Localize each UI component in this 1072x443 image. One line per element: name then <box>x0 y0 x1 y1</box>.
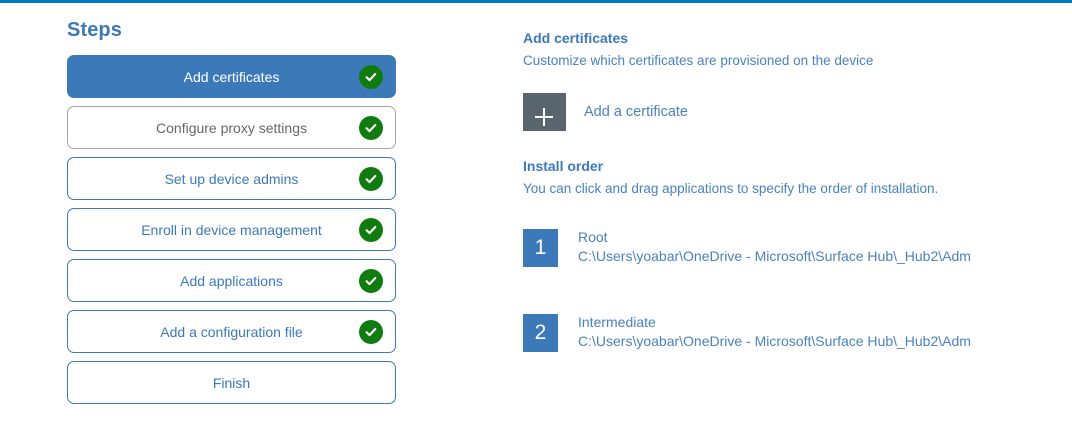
install-order-index: 1 <box>523 228 558 267</box>
step-label: Enroll in device management <box>141 221 322 238</box>
step-label: Finish <box>212 374 251 391</box>
install-order-subtitle: You can click and drag applications to s… <box>523 180 939 196</box>
step-label: Configure proxy settings <box>156 119 307 136</box>
check-circle-icon <box>359 319 383 344</box>
plus-icon <box>523 92 566 131</box>
add-certificates-title: Add certificates <box>523 30 629 46</box>
check-circle-icon <box>359 115 383 140</box>
install-order-title: Install order <box>523 157 604 174</box>
step-button-add-applications[interactable]: Add applications <box>67 259 396 302</box>
add-certificates-subtitle: Customize which certificates are provisi… <box>523 53 874 68</box>
step-label: Add a configuration file <box>160 323 303 340</box>
step-label: Add certificates <box>183 68 280 85</box>
install-order-item-name: Root <box>578 228 608 245</box>
install-order-item-text: Intermediate C:\Users\yoabar\OneDrive - … <box>578 313 971 351</box>
check-circle-icon <box>359 217 383 242</box>
step-label: Set up device admins <box>164 170 299 187</box>
add-a-certificate-button[interactable]: Add a certificate <box>523 92 688 131</box>
install-order-index: 2 <box>523 313 558 352</box>
step-button-finish[interactable]: Finish <box>67 361 396 404</box>
install-order-item[interactable]: 2 Intermediate C:\Users\yoabar\OneDrive … <box>523 313 971 352</box>
step-button-add-a-configuration-file[interactable]: Add a configuration file <box>67 310 396 353</box>
detail-pane: Add certificates Customize which certifi… <box>523 30 1063 398</box>
add-certificates-section: Add certificates Customize which certifi… <box>523 30 1063 131</box>
add-a-certificate-label: Add a certificate <box>584 103 688 120</box>
install-order-item-path: C:\Users\yoabar\OneDrive - Microsoft\Sur… <box>578 247 971 264</box>
install-order-list: 1 Root C:\Users\yoabar\OneDrive - Micros… <box>523 228 1063 352</box>
check-circle-icon <box>359 166 383 191</box>
install-order-item[interactable]: 1 Root C:\Users\yoabar\OneDrive - Micros… <box>523 228 971 267</box>
check-circle-icon <box>359 268 383 293</box>
step-button-set-up-device-admins[interactable]: Set up device admins <box>67 157 396 200</box>
page-root: Steps Add certificates Configure proxy s… <box>0 3 1072 443</box>
check-circle-icon <box>359 64 383 89</box>
install-order-section: Install order You can click and drag app… <box>523 158 1063 352</box>
top-accent-bar <box>0 0 1072 3</box>
steps-heading: Steps <box>67 19 122 41</box>
step-button-configure-proxy-settings[interactable]: Configure proxy settings <box>67 106 396 149</box>
install-order-item-name: Intermediate <box>578 313 656 330</box>
install-order-item-text: Root C:\Users\yoabar\OneDrive - Microsof… <box>578 228 971 266</box>
install-order-item-path: C:\Users\yoabar\OneDrive - Microsoft\Sur… <box>578 332 971 349</box>
steps-panel: Steps Add certificates Configure proxy s… <box>67 19 397 412</box>
step-label: Add applications <box>180 272 283 289</box>
step-button-add-certificates[interactable]: Add certificates <box>67 55 396 98</box>
step-button-enroll-in-device-management[interactable]: Enroll in device management <box>67 208 396 251</box>
